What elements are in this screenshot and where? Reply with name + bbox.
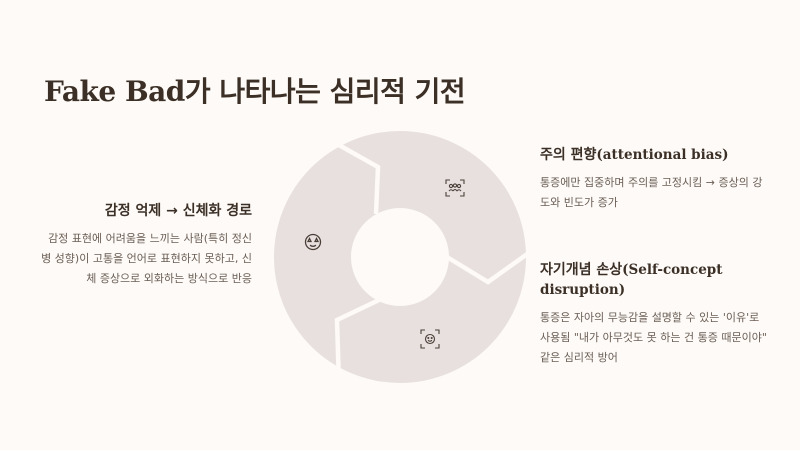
section-heading-korean: 자기개념 손상 <box>540 262 623 278</box>
group-focus-icon <box>445 179 465 197</box>
section-heading-korean: 주의 편향 <box>540 147 597 163</box>
section-body: 통증에만 집중하며 주의를 고정시킴 → 증상의 강도와 빈도가 증가 <box>540 176 763 209</box>
section-body: 감정 표현에 어려움을 느끼는 사람(특히 정신병 성향)이 고통을 언어로 표… <box>41 232 252 285</box>
section-heading-latin: (Self-concept disruption) <box>540 262 723 298</box>
section-heading: 자기개념 손상(Self-concept disruption) <box>540 260 770 300</box>
section-attentional-bias: 주의 편향(attentional bias) 통증에만 집중하며 주의를 고정… <box>540 145 770 213</box>
section-heading-latin: (attentional bias) <box>596 147 729 163</box>
section-heading: 감정 억제 → 신체화 경로 <box>40 201 252 221</box>
section-body: 통증은 자아의 무능감을 설명할 수 있는 '이유'로 사용됨 "내가 아무것도… <box>540 311 767 364</box>
face-scan-icon <box>420 329 440 349</box>
section-somatization: 감정 억제 → 신체화 경로 감정 표현에 어려움을 느끼는 사람(특히 정신병… <box>40 201 252 289</box>
distressed-face-icon <box>304 233 322 251</box>
section-heading: 주의 편향(attentional bias) <box>540 145 770 165</box>
section-self-concept: 자기개념 손상(Self-concept disruption) 통증은 자아의… <box>540 260 770 368</box>
section-heading-text: 감정 억제 → 신체화 경로 <box>104 203 252 219</box>
